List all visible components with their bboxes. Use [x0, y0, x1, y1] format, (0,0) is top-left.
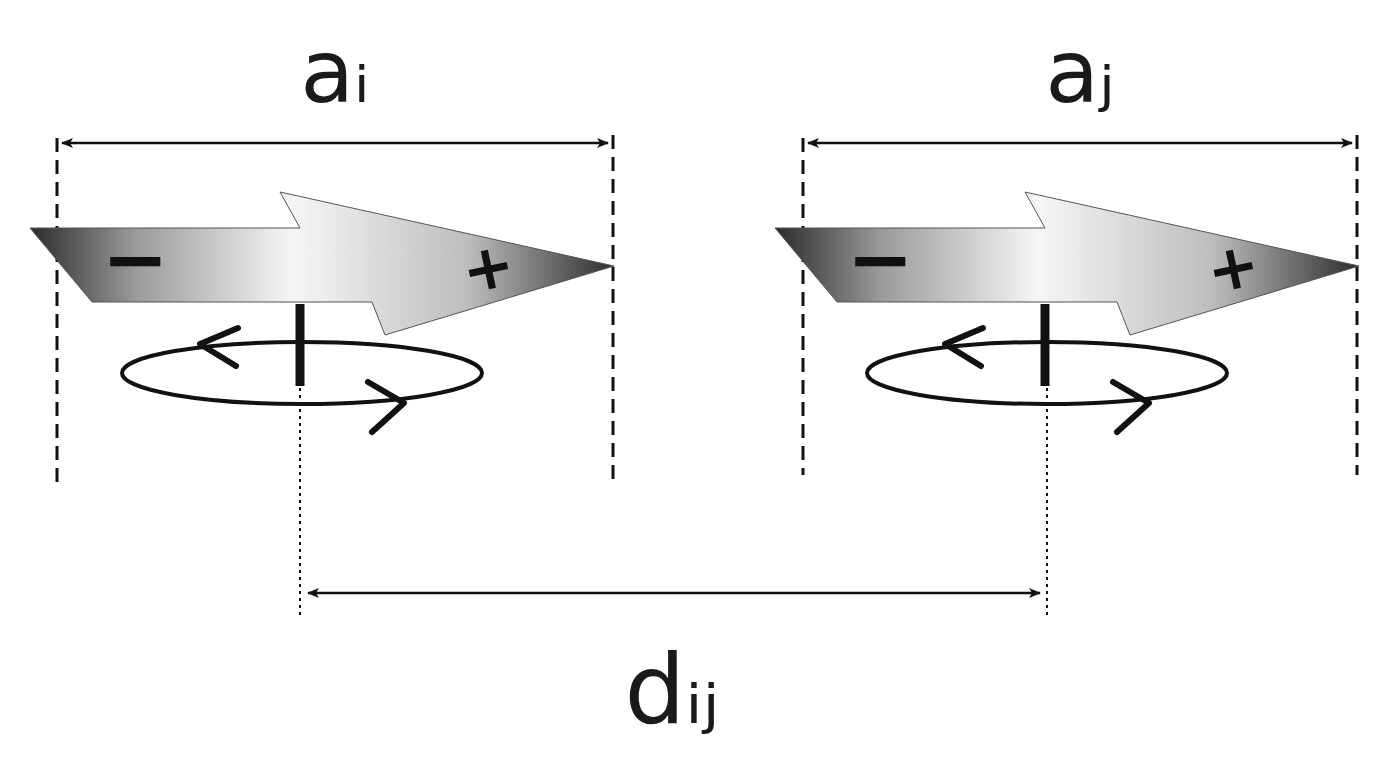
dimension-label: aᵢ — [300, 28, 370, 116]
minus-sign: − — [101, 220, 168, 300]
dipole-outline — [775, 192, 1359, 335]
dipole-arrow: −+ — [773, 188, 1363, 340]
center-line — [1046, 388, 1048, 618]
dimension-line — [308, 592, 1040, 595]
rotation-arrowhead — [368, 382, 404, 432]
dipole-arrow: −+ — [28, 188, 618, 340]
dipole-outline — [30, 192, 614, 335]
extension-line — [612, 135, 615, 485]
extension-line — [1356, 135, 1359, 475]
rotation-axis — [1041, 304, 1050, 386]
extension-line — [56, 138, 59, 490]
minus-sign: − — [846, 220, 913, 300]
dimension-line — [808, 142, 1352, 145]
rotation-arrowhead — [945, 328, 983, 366]
rotation-ellipse — [122, 342, 482, 404]
dimension-line — [62, 142, 608, 145]
dimension-label: aⱼ — [1045, 28, 1114, 116]
extension-line — [802, 138, 805, 475]
rotation-axis — [296, 304, 305, 386]
center-line — [299, 388, 301, 618]
rotation-arrowhead — [1113, 382, 1149, 432]
dimension-label: dᵢⱼ — [625, 642, 720, 738]
rotation-arrowhead — [200, 328, 238, 366]
rotation-ellipse — [867, 342, 1227, 404]
